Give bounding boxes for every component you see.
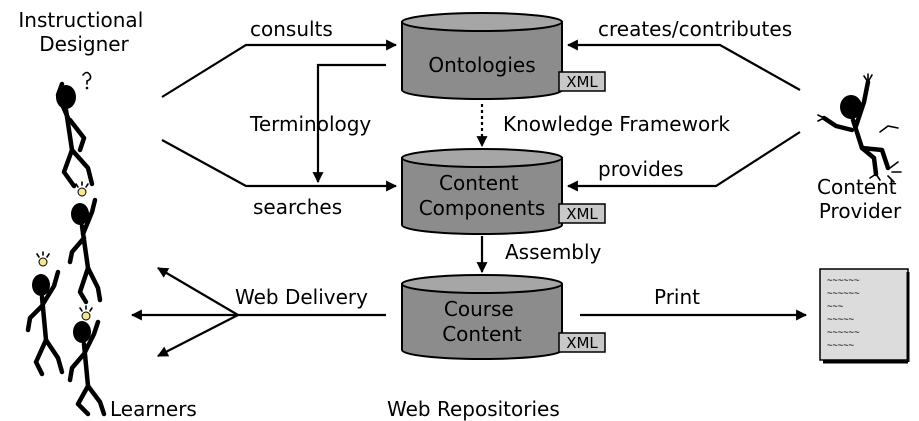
web-repositories-caption: Web Repositories: [387, 397, 560, 421]
content-components-label: Content Components: [419, 171, 546, 220]
content-provider-label: Content Provider: [817, 175, 903, 223]
web-delivery-arrow-down: [157, 314, 239, 357]
instructional-designer-label: Instructional Designer: [18, 8, 149, 56]
terminology-label: Terminology: [249, 112, 371, 136]
learner-figure-left: [25, 251, 65, 377]
document-line-3: ~~~: [827, 302, 844, 312]
document-line-2: ~~~~~~: [827, 289, 860, 299]
xml-tag-course-content: XML: [558, 332, 606, 353]
web-delivery-arrow-up: [157, 267, 239, 316]
printed-document: ~~~~~~ ~~~~~~ ~~~ ~~~~~ ~~~~~~ ~~~~~: [819, 268, 910, 364]
course-content-line-1: Course: [444, 297, 514, 321]
learner-figure-bottom: [67, 305, 107, 417]
ontologies-cylinder: Ontologies: [401, 12, 563, 100]
document-line-5: ~~~~~~: [827, 328, 860, 338]
document-line-1: ~~~~~~: [827, 276, 860, 286]
searches-label: searches: [253, 195, 342, 219]
document-line-6: ~~~~~: [827, 341, 855, 351]
learners-label: Learners: [110, 397, 197, 421]
xml-tag-ontologies: XML: [558, 71, 606, 92]
course-content-label: Course Content: [442, 297, 522, 346]
learner-figure-top: [67, 181, 103, 305]
creates-contributes-arrow: [566, 39, 801, 91]
creates-contributes-label: creates/contributes: [598, 17, 792, 41]
xml-tag-content-components: XML: [558, 203, 606, 224]
ontologies-label: Ontologies: [428, 53, 535, 77]
assembly-label: Assembly: [505, 240, 602, 264]
web-delivery-label: Web Delivery: [235, 285, 368, 309]
xml-tag-content-components-text: XML: [566, 205, 598, 223]
document-line-4: ~~~~~: [827, 315, 855, 325]
terminology-arrow: [312, 63, 386, 184]
consults-label: consults: [250, 17, 333, 41]
content-components-line-2: Components: [419, 196, 546, 220]
xml-tag-ontologies-text: XML: [566, 73, 598, 91]
provides-label: provides: [598, 157, 684, 181]
content-provider-line-2: Provider: [819, 199, 902, 223]
xml-tag-course-content-text: XML: [566, 334, 598, 352]
course-content-line-2: Content: [442, 322, 522, 346]
instructional-designer-line-2: Designer: [39, 32, 129, 56]
knowledge-framework-label: Knowledge Framework: [503, 112, 730, 136]
consults-arrow: [161, 39, 398, 98]
provides-arrow: [566, 131, 801, 192]
searches-arrow: [161, 139, 398, 192]
content-provider-figure: [817, 73, 902, 183]
content-provider-line-1: Content: [817, 175, 897, 199]
content-components-cylinder: Content Components: [401, 148, 563, 235]
instructional-designer-line-1: Instructional: [18, 8, 143, 32]
print-label: Print: [654, 285, 700, 309]
ontologies-line-1: Ontologies: [428, 53, 535, 77]
content-components-line-1: Content: [439, 171, 519, 195]
instructional-designer-figure: [55, 71, 95, 189]
course-content-cylinder: Course Content: [401, 274, 563, 360]
